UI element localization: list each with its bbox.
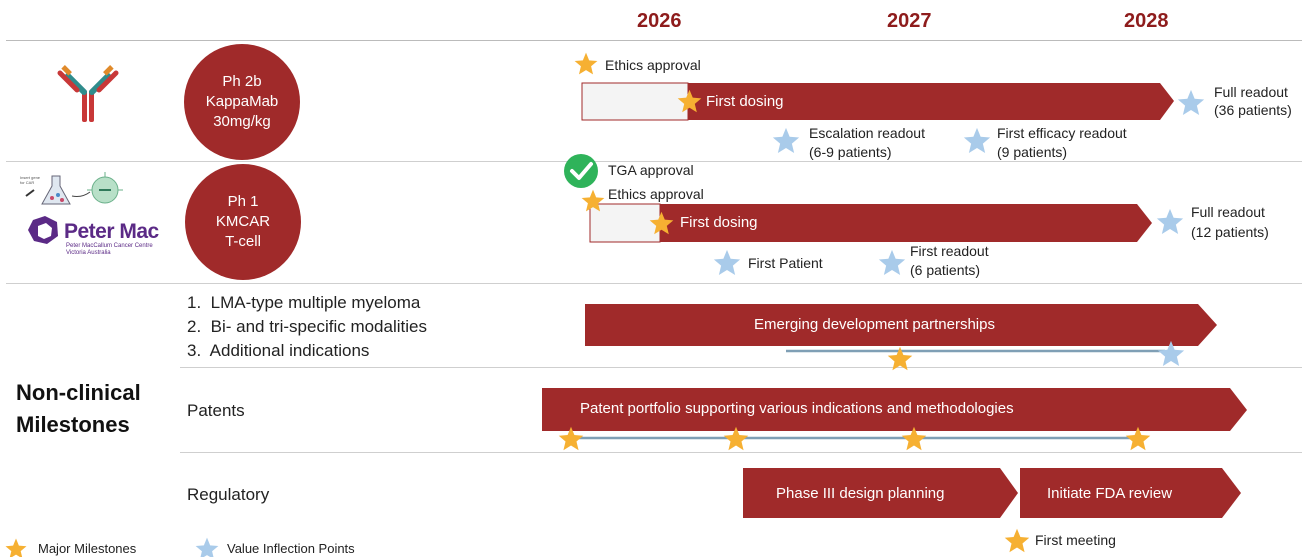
indication-list-item: 3. Additional indications (187, 341, 370, 360)
phase3-arrow-shape (743, 468, 1018, 518)
nonclinical-title-1: Non-clinical (16, 380, 141, 405)
label-full-readout-2b: (12 patients) (1191, 224, 1269, 240)
circle-line: KMCAR (215, 213, 271, 230)
check-icon (564, 154, 598, 188)
star-full-readout-2 (1156, 208, 1184, 234)
year-2028: 2028 (1124, 10, 1169, 32)
program-circle-kmcar: Ph 1 KMCAR T-cell (185, 164, 301, 280)
divider-row3 (180, 367, 1302, 368)
label-full-readout-1a: Full readout (1214, 84, 1288, 100)
peter-mac-logo-mark (28, 216, 58, 244)
legend-value-label: Value Inflection Points (227, 541, 355, 556)
legend-major-star (5, 538, 27, 557)
row1-pending-box (581, 82, 689, 121)
divider-header (6, 40, 1302, 41)
legend-major-label: Major Milestones (38, 541, 137, 556)
row1-dosing-arrow (688, 83, 1174, 120)
label-phase3: Phase III design planning (776, 485, 945, 502)
indication-list-item: 1. LMA-type multiple myeloma (187, 293, 421, 312)
label-efficacy-b: (9 patients) (997, 144, 1068, 160)
partnerships-arrow (585, 304, 1217, 346)
star-first-readout (878, 249, 906, 275)
label-escalation-a: Escalation readout (809, 125, 925, 141)
star-ethics-1 (574, 52, 598, 75)
label-ethics-1: Ethics approval (605, 57, 701, 73)
indication-list-item: 2. Bi- and tri-specific modalities (187, 317, 427, 336)
star-first-meeting (1004, 528, 1030, 553)
antibody-icon (57, 65, 119, 122)
insert-gene-label: Insert gene for CAR (20, 175, 41, 185)
legend-value-star (195, 537, 219, 557)
label-patent-portfolio: Patent portfolio supporting various indi… (580, 400, 1014, 417)
circle-line: KappaMab (205, 93, 279, 110)
star-full-readout-1 (1177, 89, 1205, 115)
row2-pending-box (589, 203, 661, 243)
label-first-patient: First Patient (748, 255, 823, 271)
label-escalation-b: (6-9 patients) (809, 144, 892, 160)
label-fda: Initiate FDA review (1047, 485, 1173, 502)
circle-line: T-cell (225, 233, 261, 250)
circle-line: Ph 1 (227, 193, 259, 210)
label-patents: Patents (187, 401, 245, 420)
star-escalation (772, 127, 800, 153)
year-2027: 2027 (887, 10, 932, 32)
label-first-meeting: First meeting (1035, 532, 1116, 548)
program-circle-kappamab: Ph 2b KappaMab 30mg/kg (184, 44, 300, 160)
label-tga: TGA approval (608, 162, 694, 178)
year-2026: 2026 (637, 10, 682, 32)
label-full-readout-1b: (36 patients) (1214, 102, 1292, 118)
nonclinical-title-2: Milestones (16, 412, 130, 437)
circle-line: Ph 2b (222, 73, 262, 90)
patents-arrow (542, 388, 1247, 431)
label-first-readout-a: First readout (910, 243, 989, 259)
divider-row1 (6, 161, 1302, 162)
label-full-readout-2a: Full readout (1191, 204, 1265, 220)
row2-dosing-arrow (660, 204, 1152, 242)
star-first-patient (713, 249, 741, 275)
label-efficacy-a: First efficacy readout (997, 125, 1127, 141)
label-first-readout-b: (6 patients) (910, 262, 981, 278)
label-regulatory: Regulatory (187, 485, 270, 504)
peter-mac-subtitle-2: Victoria Australia (66, 250, 111, 256)
peter-mac-logo-text: Peter Mac (64, 220, 159, 243)
star-efficacy (963, 127, 991, 153)
label-partnerships: Emerging development partnerships (754, 316, 995, 333)
label-ethics-2: Ethics approval (608, 186, 704, 202)
circle-line: 30mg/kg (213, 113, 271, 130)
label-first-dosing-2: First dosing (680, 214, 758, 231)
divider-row2 (6, 283, 1302, 284)
car-t-flask-icon (25, 172, 123, 205)
peter-mac-subtitle: Peter MacCallum Cancer Centre (66, 243, 153, 249)
divider-row4 (180, 452, 1302, 453)
label-first-dosing-1: First dosing (706, 93, 784, 110)
fda-arrow-shape (1020, 468, 1241, 518)
